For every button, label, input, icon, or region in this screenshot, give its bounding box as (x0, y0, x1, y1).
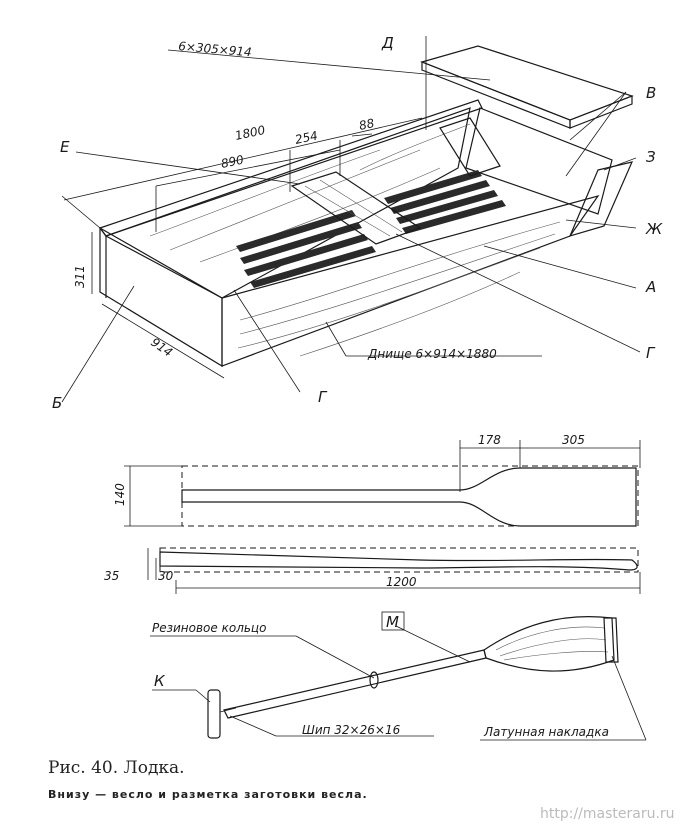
label-zh: Ж (645, 220, 663, 238)
oar-plan-side: 35 30 1200 (104, 547, 641, 594)
dim-88: 88 (358, 116, 376, 133)
dim-254: 254 (294, 128, 319, 146)
label-z: З (646, 148, 656, 166)
dim-height: 311 (73, 265, 87, 288)
dim-35: 35 (104, 569, 119, 583)
label-g-right: Г (646, 344, 656, 362)
label-v: В (646, 84, 656, 102)
floor-slats (236, 170, 506, 288)
dim-width: 914 (148, 335, 175, 360)
label-spike: Шип 32×26×16 (302, 723, 401, 737)
middle-seat (290, 171, 422, 245)
dim-lid: 6×305×914 (178, 39, 253, 59)
label-d: Д (381, 34, 394, 52)
dim-178: 178 (478, 433, 501, 447)
oar-shaft (223, 649, 487, 719)
side-panel-right (465, 107, 613, 215)
dim-890: 890 (220, 152, 246, 171)
dim-140: 140 (113, 483, 127, 506)
brass-plate (603, 617, 619, 663)
dim-30: 30 (158, 569, 174, 583)
dim-length: 1800 (234, 123, 267, 143)
boat-leader-lines (61, 91, 641, 403)
deck-area (104, 107, 471, 299)
figure-caption: Рис. 40. Лодка. (48, 758, 185, 778)
rear-bench (439, 117, 501, 177)
label-k: К (154, 672, 166, 690)
label-a: А (645, 278, 656, 296)
label-b: Б (52, 394, 62, 412)
oar-plan-top: 178 305 140 (113, 433, 641, 527)
label-e: Е (60, 138, 70, 156)
boat-drawing: Д В З Е Ж А Г Г Б 6×305×914 1800 890 254… (52, 34, 663, 412)
watermark-url: http://masteraru.ru (540, 806, 675, 822)
label-ring: Резиновое кольцо (152, 621, 266, 635)
stern-transom (568, 161, 634, 237)
label-m: М (386, 613, 399, 631)
front-transom (99, 226, 223, 368)
dim-305: 305 (562, 433, 585, 447)
boat-dimension-lines (61, 36, 491, 379)
oar-view: Резиновое кольцо М К Шип 32×26×16 Латунн… (150, 611, 647, 741)
oar-handle (207, 689, 221, 739)
dim-1200: 1200 (386, 575, 417, 589)
rubber-ring (369, 671, 379, 689)
oar-blade (483, 616, 615, 672)
dim-bottom: Днище 6×914×1880 (367, 347, 497, 361)
label-g-bottom: Г (318, 388, 328, 406)
figure-subcaption: Внизу — весло и разметка заготовки весла… (48, 788, 368, 801)
label-brass-plate: Латунная накладка (483, 725, 609, 739)
